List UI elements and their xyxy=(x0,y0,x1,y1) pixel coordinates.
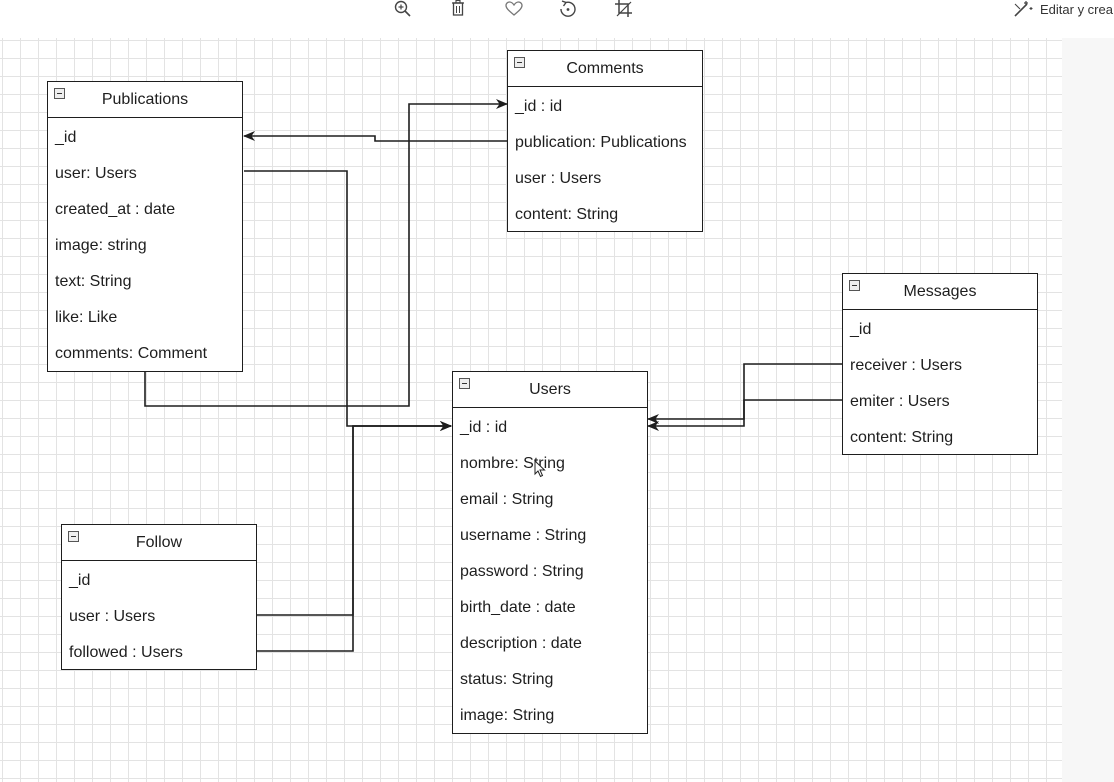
entity-title: Follow xyxy=(135,533,183,551)
delete-button[interactable] xyxy=(446,0,470,18)
crop-button[interactable] xyxy=(612,0,636,18)
entity-field[interactable]: comments: Comment xyxy=(55,345,208,362)
entity-field[interactable]: text: String xyxy=(55,273,132,290)
field-list: _id user: Users created_at : date image:… xyxy=(48,118,242,372)
entity-publications[interactable]: Publications _id user: Users created_at … xyxy=(47,81,243,372)
crop-icon xyxy=(615,0,632,17)
entity-header[interactable]: Follow xyxy=(62,525,256,561)
entity-field[interactable]: user : Users xyxy=(515,170,602,187)
entity-messages[interactable]: Messages _id receiver : Users emiter : U… xyxy=(842,273,1038,455)
entity-field[interactable]: password : String xyxy=(460,563,584,580)
entity-field[interactable]: content: String xyxy=(850,429,954,446)
rotate-icon xyxy=(560,0,576,17)
entity-header[interactable]: Messages xyxy=(843,274,1037,310)
entity-title: Comments xyxy=(566,59,644,77)
zoom-in-icon xyxy=(394,0,411,17)
entity-field[interactable]: description : date xyxy=(460,635,582,652)
entity-header[interactable]: Publications xyxy=(48,82,242,118)
entity-field[interactable]: _id xyxy=(55,129,77,146)
entity-title: Publications xyxy=(101,90,189,108)
entity-field[interactable]: like: Like xyxy=(55,309,118,326)
rotate-button[interactable] xyxy=(556,0,580,18)
entity-title: Messages xyxy=(903,282,977,300)
favorite-button[interactable] xyxy=(502,0,526,18)
collapse-icon[interactable] xyxy=(68,531,79,542)
entity-field[interactable]: nombre: String xyxy=(460,455,565,472)
entity-field[interactable]: emiter : Users xyxy=(850,393,950,410)
mouse-cursor-icon xyxy=(534,460,546,478)
entity-header[interactable]: Comments xyxy=(508,51,702,87)
entity-field[interactable]: username : String xyxy=(460,527,587,544)
entity-field[interactable]: publication: Publications xyxy=(515,134,687,151)
collapse-icon[interactable] xyxy=(514,57,525,68)
entity-field[interactable]: _id xyxy=(69,572,91,589)
entity-users[interactable]: Users _id : id nombre: String email : St… xyxy=(452,371,648,734)
collapse-icon[interactable] xyxy=(54,88,65,99)
entity-field[interactable]: image: string xyxy=(55,237,147,254)
trash-icon xyxy=(452,0,464,16)
collapse-icon[interactable] xyxy=(849,280,860,291)
entity-field[interactable]: receiver : Users xyxy=(850,357,963,374)
magic-wand-icon xyxy=(1014,1,1033,17)
heart-icon xyxy=(505,1,523,16)
entity-field[interactable]: user: Users xyxy=(55,165,137,182)
entity-field[interactable]: _id : id xyxy=(460,419,508,436)
edit-create-button[interactable]: Editar y crea xyxy=(1012,0,1113,18)
entity-field[interactable]: followed : Users xyxy=(69,644,183,661)
edit-create-label: Editar y crea xyxy=(1040,1,1113,17)
entity-field[interactable]: status: String xyxy=(460,671,554,688)
field-list: _id receiver : Users emiter : Users cont… xyxy=(843,310,1037,456)
entity-title: Users xyxy=(529,380,571,398)
field-list: _id user : Users followed : Users xyxy=(62,561,256,671)
collapse-icon[interactable] xyxy=(459,378,470,389)
entity-field[interactable]: _id xyxy=(850,321,872,338)
canvas-edge-strip xyxy=(1062,38,1114,782)
field-list: _id : id publication: Publications user … xyxy=(508,87,702,233)
field-list: _id : id nombre: String email : String u… xyxy=(453,408,647,734)
image-viewer-toolbar: Editar y crea xyxy=(0,0,1114,26)
entity-field[interactable]: _id : id xyxy=(515,98,563,115)
entity-field[interactable]: image: String xyxy=(460,707,555,724)
zoom-in-button[interactable] xyxy=(391,0,415,18)
entity-field[interactable]: created_at : date xyxy=(55,201,176,218)
entity-comments[interactable]: Comments _id : id publication: Publicati… xyxy=(507,50,703,232)
entity-field[interactable]: user : Users xyxy=(69,608,156,625)
entity-follow[interactable]: Follow _id user : Users followed : Users xyxy=(61,524,257,670)
entity-header[interactable]: Users xyxy=(453,372,647,408)
entity-field[interactable]: email : String xyxy=(460,491,554,508)
entity-field[interactable]: content: String xyxy=(515,206,619,223)
entity-field[interactable]: birth_date : date xyxy=(460,599,576,616)
